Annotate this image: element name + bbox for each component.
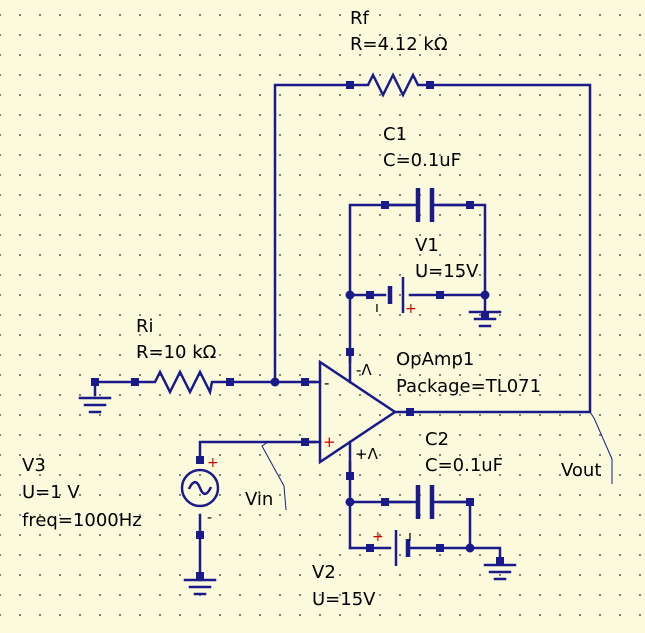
v3-value: U=1 V: [22, 482, 80, 503]
net-label-vin-marker: [261, 441, 287, 511]
v3-minus-mark: -: [207, 510, 212, 526]
wire-c1-loop[interactable]: [348, 203, 487, 364]
ground-v2: [483, 563, 517, 581]
v1-value: U=15V: [415, 261, 479, 282]
net-label-vout[interactable]: Vout: [561, 460, 602, 481]
c2-name: C2: [425, 429, 450, 450]
wire-feedback-left[interactable]: [273, 83, 352, 384]
c2-value: C=0.1uF: [425, 455, 504, 476]
opamp-supply-neg: -Λ: [356, 361, 372, 379]
v2-value: U=15V: [312, 589, 376, 610]
junction-v1-right: [480, 290, 490, 300]
c1-value: C=0.1uF: [383, 150, 462, 171]
junction-c2-left: [345, 497, 355, 507]
v2-minus-mark: ı: [408, 529, 412, 545]
opamp-triangle[interactable]: - + -Λ +Λ: [303, 350, 412, 478]
ground-v1: [468, 310, 502, 328]
ac-source-v3[interactable]: + -: [180, 455, 220, 526]
rf-value: R=4.12 kΩ: [350, 34, 448, 55]
v3-freq: freq=1000Hz: [22, 510, 142, 531]
net-label-vout-marker: [589, 411, 613, 484]
v3-name: V3: [22, 455, 46, 476]
resistor-ri[interactable]: [135, 369, 230, 396]
v2-plus-mark: +: [372, 529, 384, 545]
capacitor-c1[interactable]: [383, 188, 472, 222]
wire-ground-ri[interactable]: [93, 380, 137, 397]
junction-v2-right: [465, 543, 475, 553]
ground-ri: [78, 396, 112, 414]
v1-name: V1: [415, 235, 439, 256]
wires: [93, 83, 592, 582]
net-label-vin[interactable]: Vin: [245, 489, 274, 510]
v1-minus-mark: ı: [375, 300, 379, 316]
ri-name: Ri: [136, 316, 154, 337]
battery-v1[interactable]: ı +: [375, 277, 417, 317]
ri-value: R=10 kΩ: [136, 342, 217, 363]
v1-plus-mark: +: [405, 301, 417, 317]
battery-v2[interactable]: + ı: [372, 529, 412, 566]
c1-name: C1: [383, 124, 408, 145]
v3-plus-mark: +: [207, 455, 219, 471]
junction-v1-left: [345, 290, 355, 300]
ground-v3: [183, 578, 217, 596]
rf-name: Rf: [350, 8, 369, 29]
opamp-pin-neg: -: [324, 374, 329, 392]
wire-v3-to-noninv[interactable]: [198, 440, 317, 462]
opamp-name: OpAmp1: [396, 349, 475, 370]
resistor-rf[interactable]: [350, 72, 430, 98]
opamp-supply-pos: +Λ: [355, 445, 379, 463]
opamp-package: Package=TL071: [396, 376, 542, 397]
capacitor-c2[interactable]: [383, 485, 472, 519]
junctions: [270, 290, 490, 553]
junction-inv: [270, 377, 280, 387]
opamp-pin-pos: +: [323, 433, 336, 451]
v2-name: V2: [312, 562, 336, 583]
wire-feedback-right[interactable]: [408, 83, 592, 414]
